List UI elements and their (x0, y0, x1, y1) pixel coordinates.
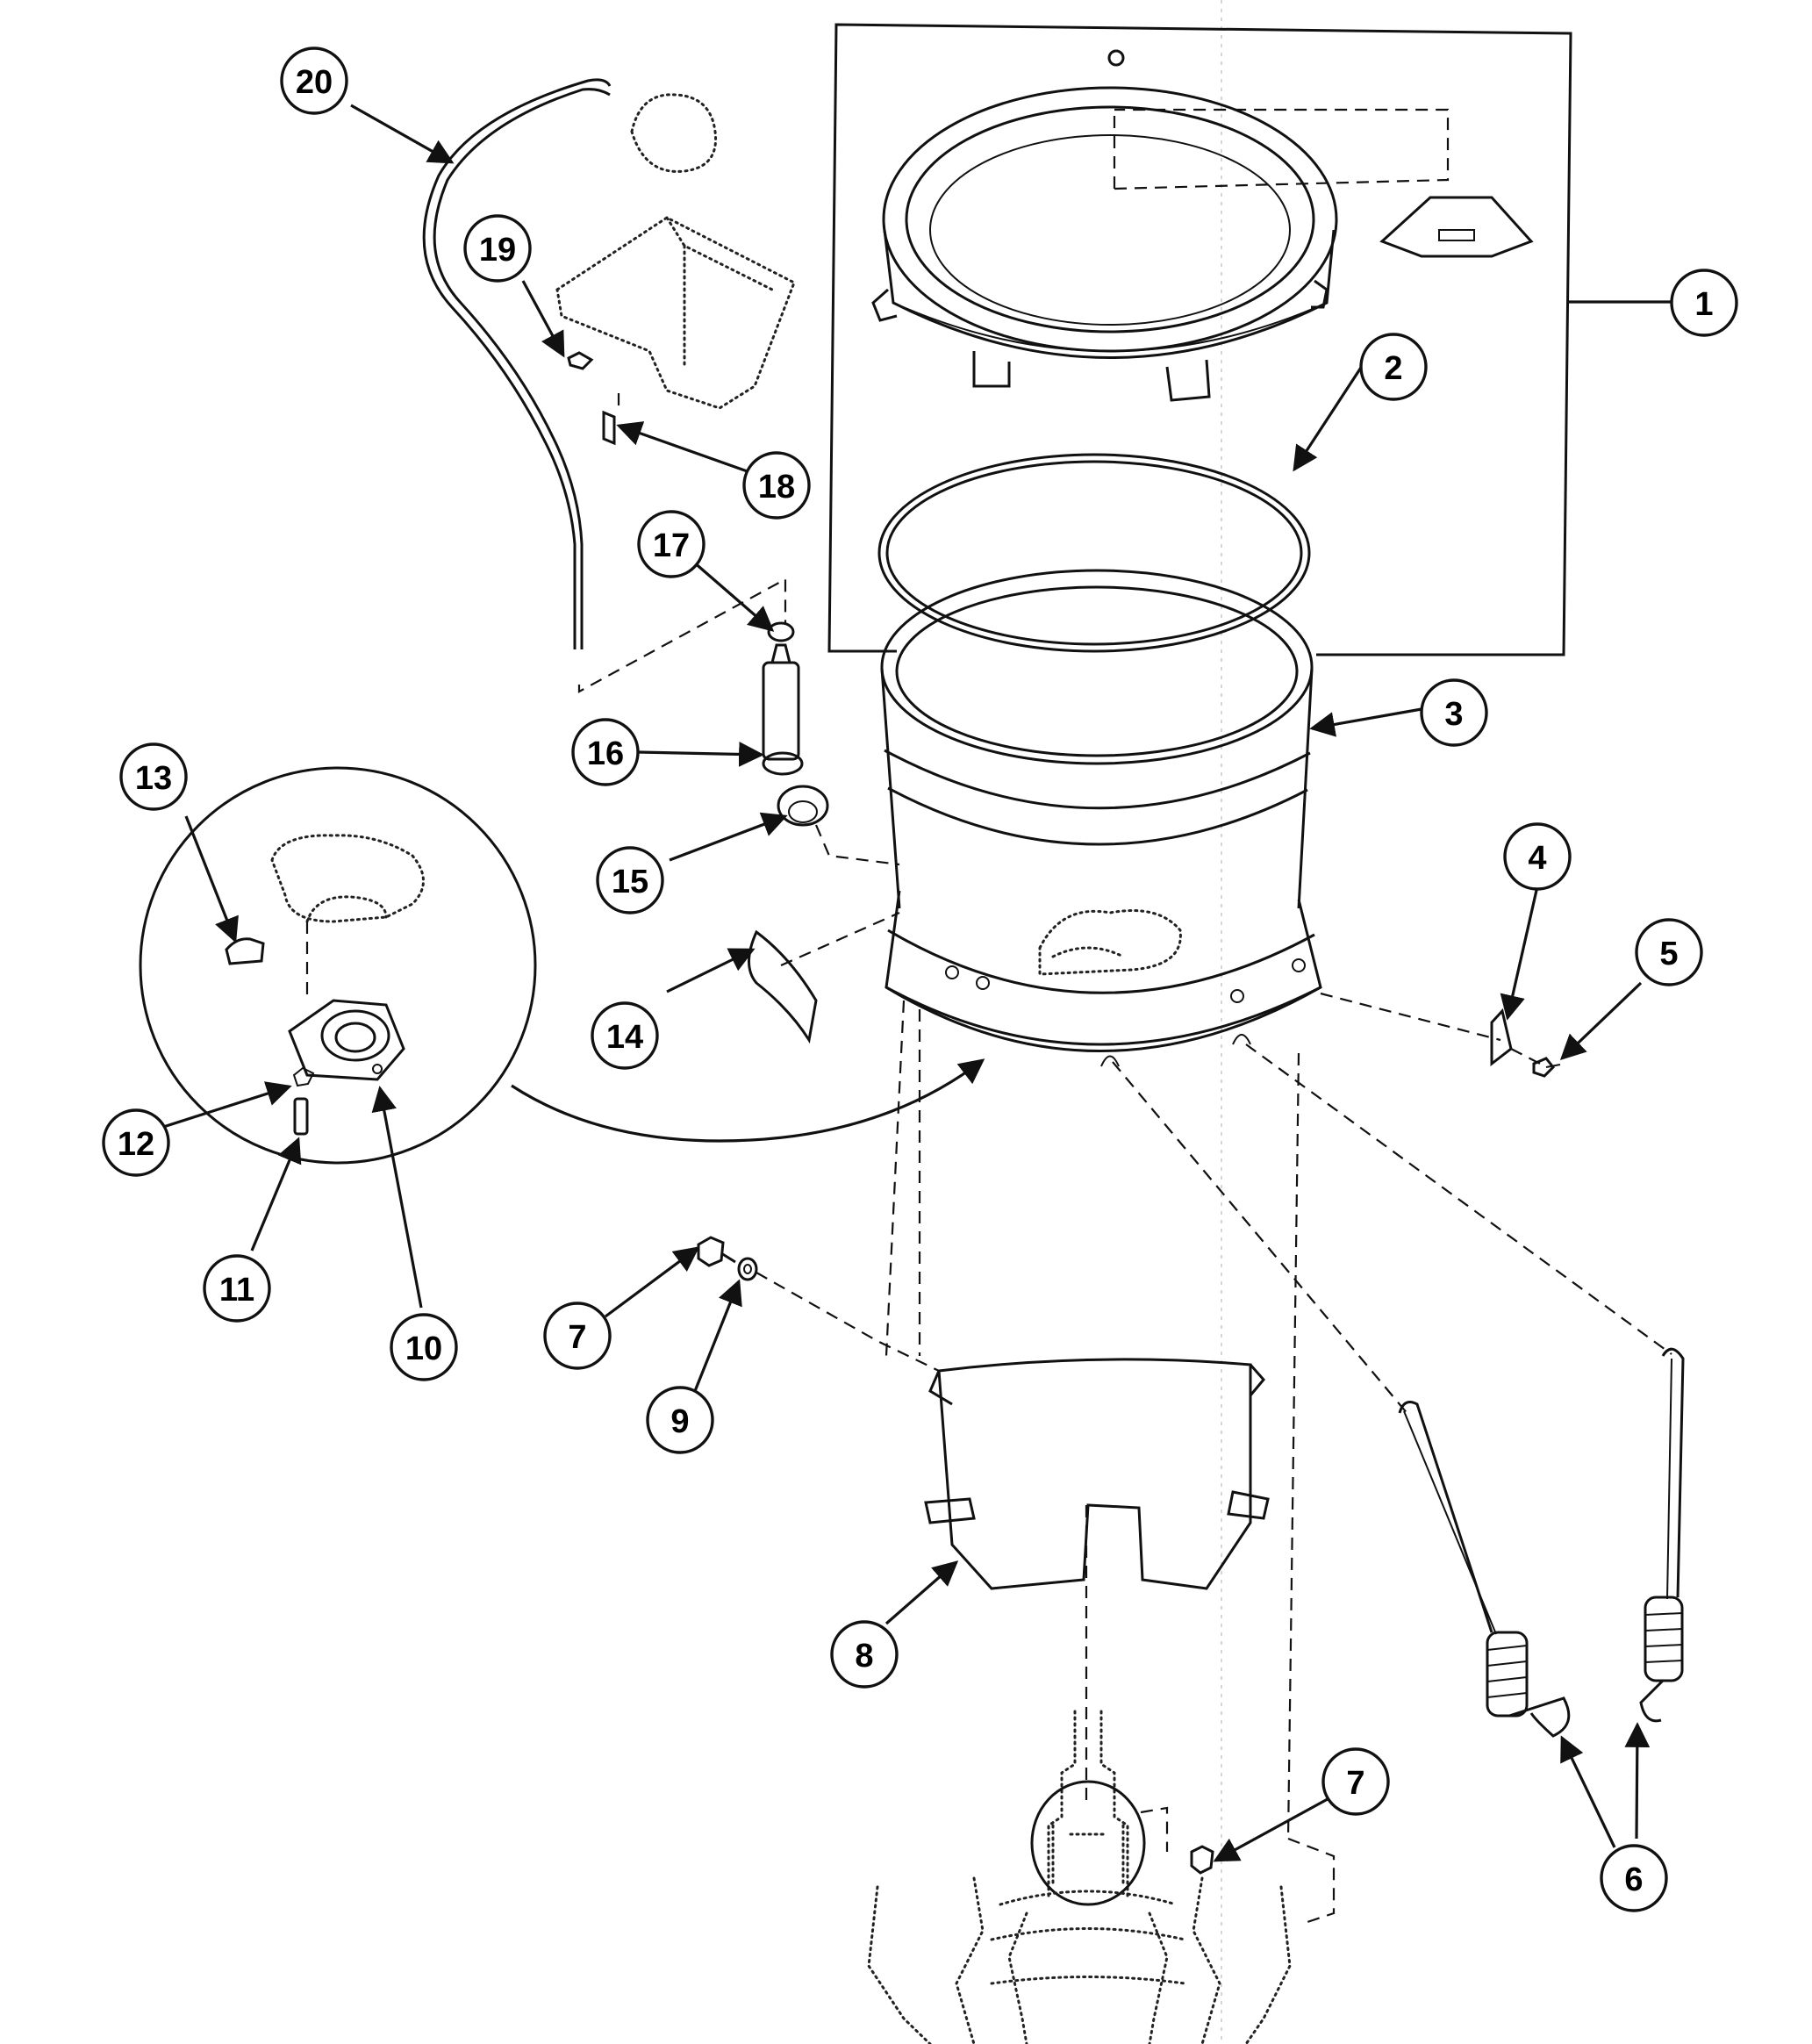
screw (1532, 1057, 1561, 1078)
svg-text:8: 8 (855, 1638, 873, 1675)
svg-text:17: 17 (653, 527, 690, 564)
svg-text:16: 16 (587, 735, 624, 772)
callout-4: 4 (1503, 822, 1572, 891)
bolt-lower (1190, 1845, 1214, 1875)
callout-15: 15 (596, 846, 664, 914)
callout-3: 3 (1420, 678, 1488, 747)
clip-19 (567, 351, 594, 370)
grommet (777, 785, 829, 827)
tub-ring-clip (1113, 108, 1534, 258)
svg-text:4: 4 (1528, 840, 1546, 877)
washer (737, 1257, 758, 1281)
svg-text:14: 14 (606, 1019, 643, 1056)
svg-text:7: 7 (1346, 1765, 1364, 1802)
assembly-box (827, 23, 1572, 656)
callout-13: 13 (119, 742, 188, 811)
svg-text:19: 19 (479, 232, 516, 269)
callout-18: 18 (742, 451, 811, 520)
callout-2: 2 (1359, 333, 1428, 401)
callout-19: 19 (463, 214, 532, 283)
callout-16: 16 (571, 718, 640, 786)
svg-text:11: 11 (219, 1272, 254, 1309)
spring-left (1398, 1401, 1571, 1738)
bracket (1490, 1008, 1513, 1067)
tub-ring (871, 49, 1338, 402)
svg-text:15: 15 (612, 864, 648, 900)
gasket (877, 453, 1311, 653)
callout-11: 11 (203, 1254, 271, 1323)
label-strip (748, 929, 818, 1044)
svg-text:5: 5 (1659, 936, 1678, 972)
callout-14: 14 (591, 1001, 659, 1070)
callout-12: 12 (102, 1108, 170, 1177)
spring-right (1639, 1347, 1685, 1723)
o-ring (767, 621, 795, 642)
svg-text:7: 7 (568, 1319, 586, 1356)
svg-text:2: 2 (1384, 350, 1402, 387)
bolt-upper (697, 1236, 736, 1267)
shield (924, 1358, 1270, 1590)
callout-10: 10 (390, 1313, 458, 1381)
hose (422, 78, 612, 649)
callout-8: 8 (830, 1620, 899, 1689)
callout-20: 20 (280, 47, 348, 115)
callout-5: 5 (1635, 918, 1703, 986)
callout-6: 6 (1600, 1844, 1668, 1912)
callout-7-lower: 7 (1321, 1747, 1390, 1816)
sensor-bulb (630, 93, 718, 173)
transmission (867, 1710, 1292, 2044)
detail-inset (139, 766, 537, 1165)
callout-9: 9 (646, 1386, 714, 1454)
callout-1: 1 (1670, 269, 1738, 337)
callout-17: 17 (637, 510, 705, 578)
outer-tub (880, 569, 1322, 1067)
svg-text:3: 3 (1444, 696, 1463, 733)
svg-text:6: 6 (1624, 1861, 1643, 1898)
svg-text:18: 18 (758, 469, 795, 506)
svg-text:12: 12 (118, 1126, 154, 1163)
clip-18 (602, 410, 616, 446)
bracket-dotted (555, 216, 796, 410)
svg-text:1: 1 (1694, 286, 1713, 323)
svg-text:13: 13 (135, 760, 172, 797)
callout-7-upper: 7 (543, 1302, 612, 1370)
svg-text:9: 9 (670, 1403, 689, 1440)
svg-text:20: 20 (296, 64, 333, 101)
svg-text:10: 10 (405, 1330, 442, 1367)
pressure-dome (762, 643, 804, 776)
